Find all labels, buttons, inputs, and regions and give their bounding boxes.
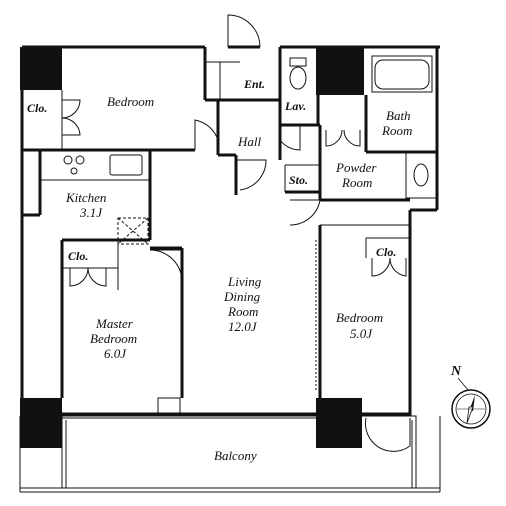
label-bath-line1: Bath <box>386 108 411 123</box>
label-hall: Hall <box>237 134 262 149</box>
structural-columns <box>20 47 364 448</box>
toilet <box>289 66 307 90</box>
label-kitchen-size: 3.1J <box>79 205 103 220</box>
column-bottom-right <box>316 398 362 448</box>
refrigerator-space <box>117 217 149 245</box>
washbasin <box>413 163 429 187</box>
label-kitchen: Kitchen <box>65 190 106 205</box>
label-storage: Sto. <box>289 173 308 187</box>
label-living-line2: Dining <box>223 289 261 304</box>
bathtub <box>371 55 433 93</box>
label-powder-line1: Powder <box>335 160 377 175</box>
label-bath-line2: Room <box>381 123 412 138</box>
column-top-left <box>20 47 62 90</box>
label-closet-right: Clo. <box>376 245 396 259</box>
doors <box>61 14 411 452</box>
stove-burner <box>63 155 73 165</box>
exterior-walls <box>20 45 440 419</box>
label-balcony: Balcony <box>214 448 257 463</box>
label-bedroom-right-size: 5.0J <box>350 326 373 341</box>
sink <box>109 154 143 176</box>
label-living-line3: Room <box>227 304 258 319</box>
label-master-line1: Master <box>95 316 134 331</box>
column-bottom-left <box>20 398 62 448</box>
label-lavatory: Lav. <box>284 99 306 113</box>
compass-pointer-line <box>457 377 469 391</box>
label-master-size: 6.0J <box>104 346 127 361</box>
label-powder-line2: Room <box>341 175 372 190</box>
label-closet-master: Clo. <box>68 249 88 263</box>
label-living-line1: Living <box>227 274 262 289</box>
label-living-size: 12.0J <box>228 319 258 334</box>
label-master-line2: Bedroom <box>90 331 137 346</box>
label-bedroom-top: Bedroom <box>107 94 154 109</box>
pipe-shaft <box>157 397 181 417</box>
label-closet-top: Clo. <box>27 101 47 115</box>
compass-icon <box>451 389 491 429</box>
interior-walls <box>22 45 437 398</box>
label-entrance: Ent. <box>243 77 265 91</box>
label-bedroom-right: Bedroom <box>336 310 383 325</box>
washbasin-counter <box>405 151 437 199</box>
column-top-center <box>316 47 364 95</box>
compass-north-label: N <box>450 364 462 379</box>
